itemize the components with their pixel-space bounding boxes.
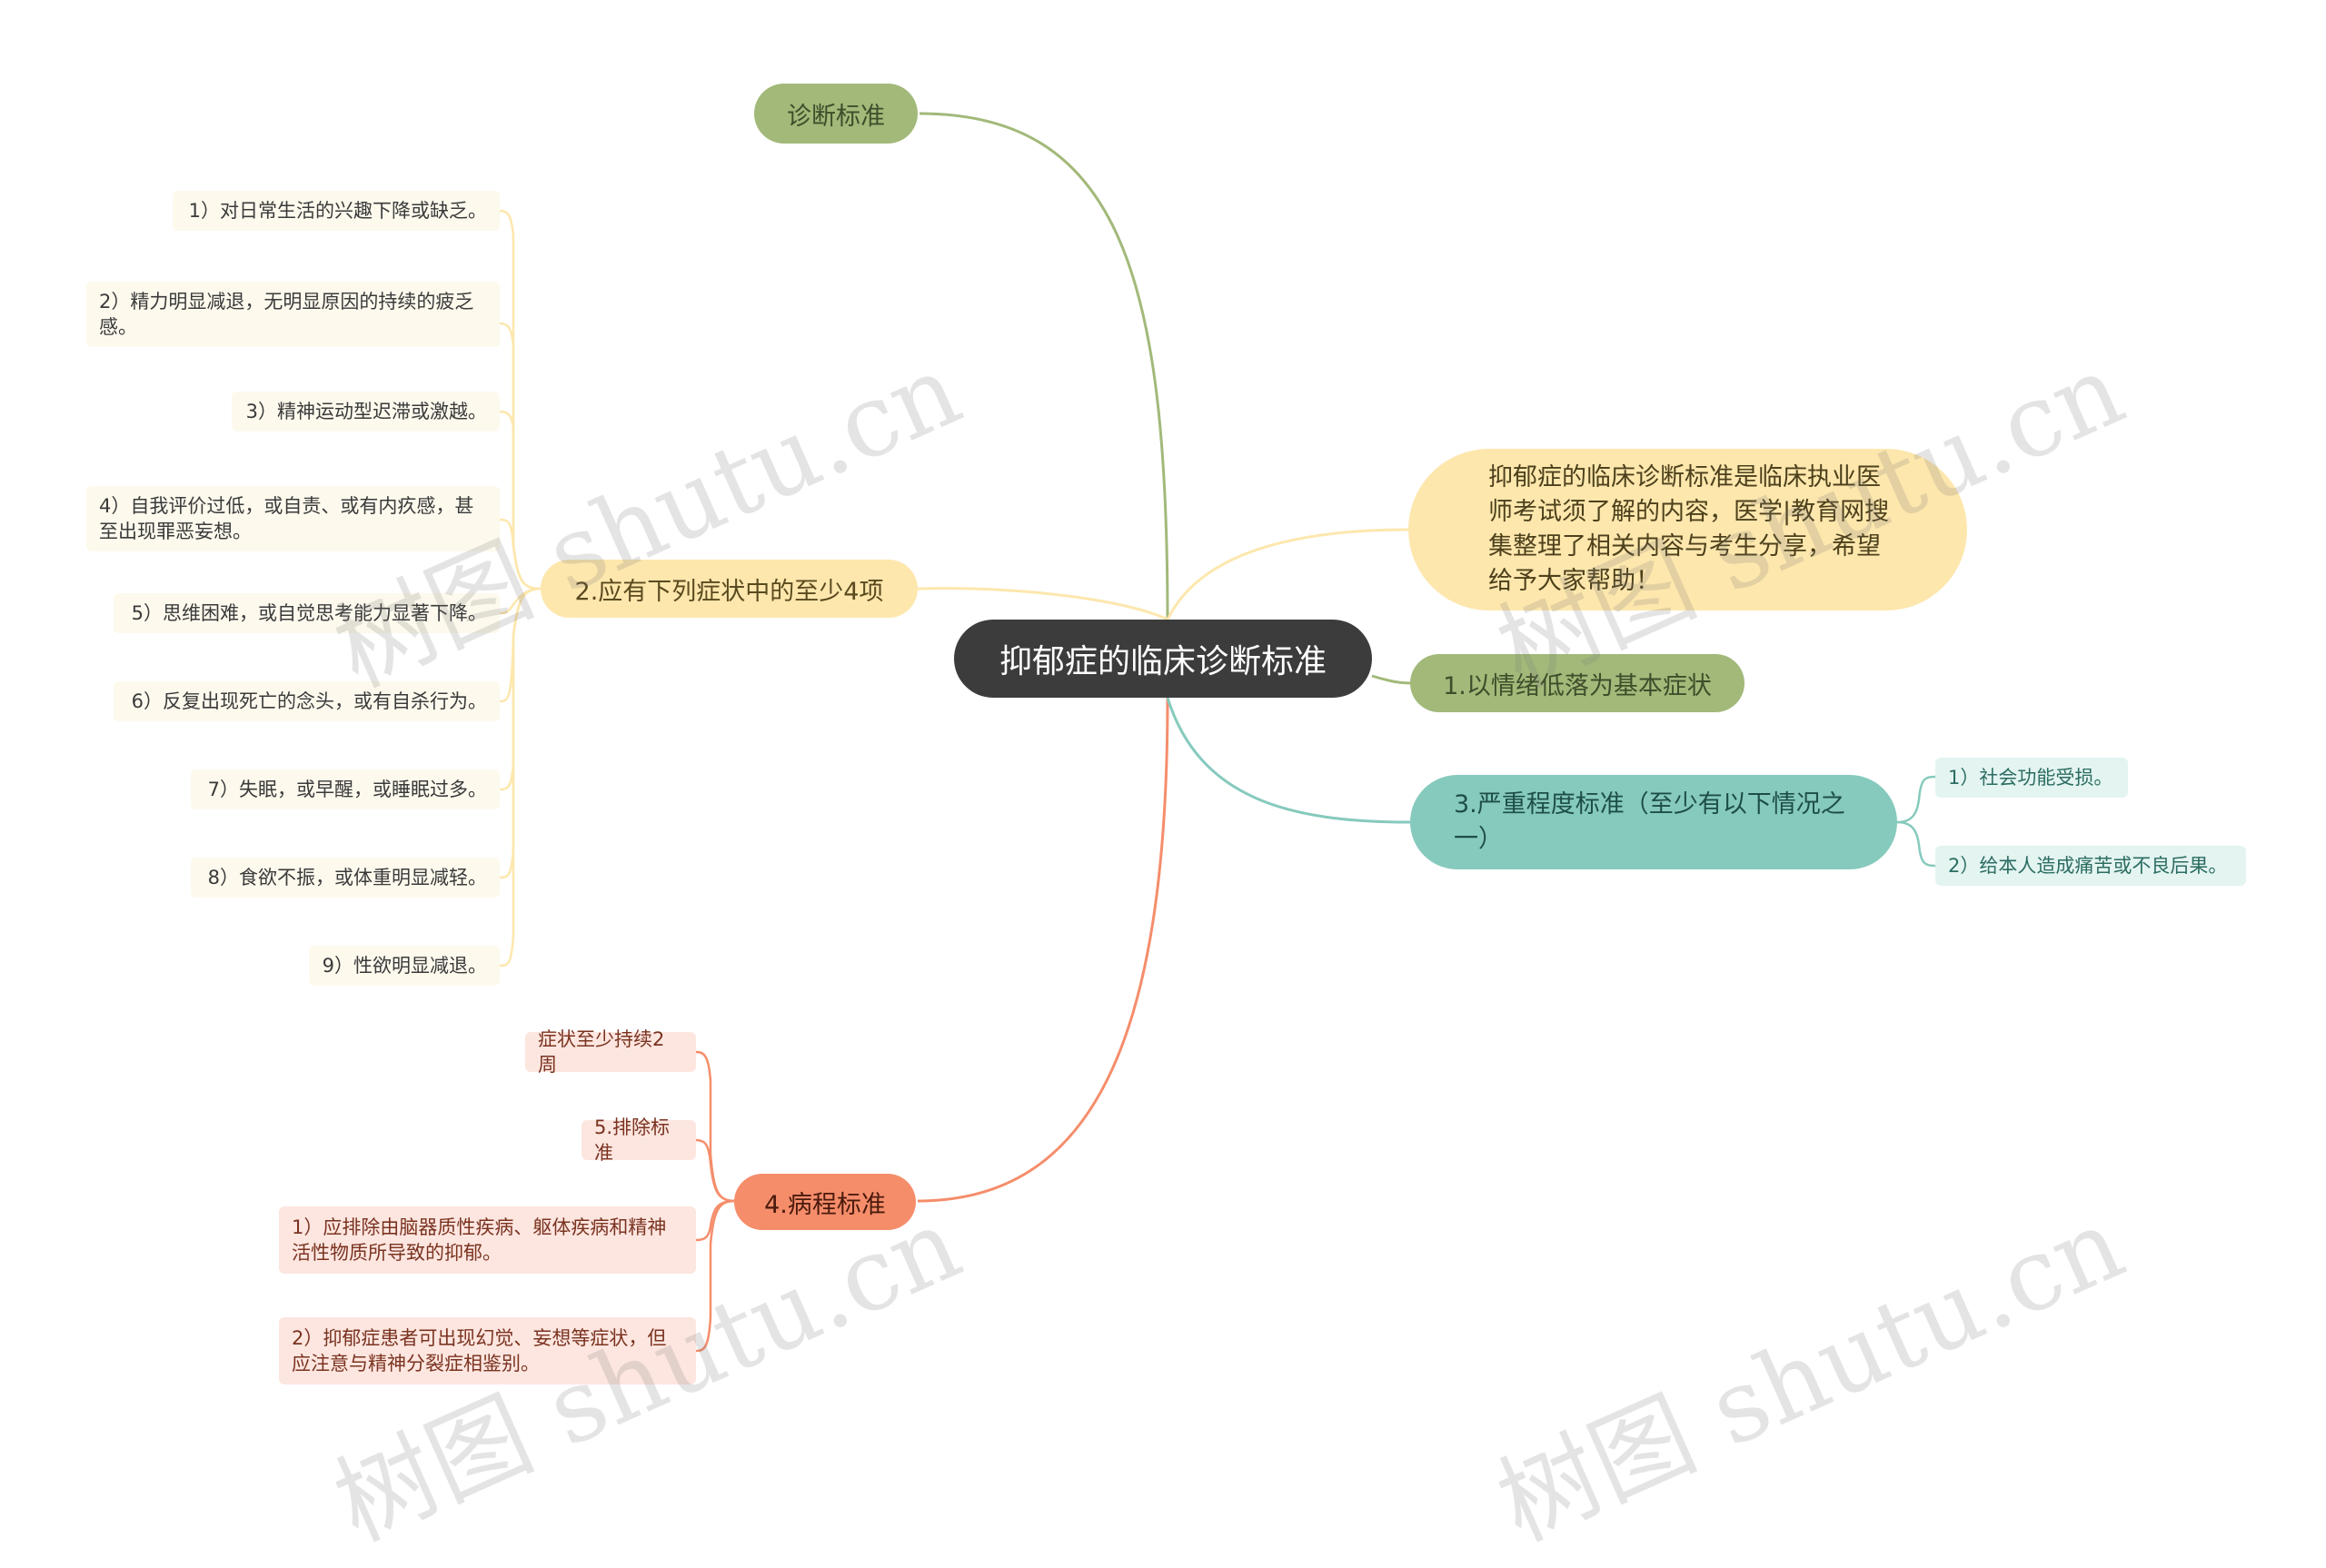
course-item-text: 2）抑郁症患者可出现幻觉、妄想等症状，但应注意与精神分裂症相鉴别。	[292, 1327, 667, 1374]
symptom-item-4[interactable]: 4）自我评价过低，或自责、或有内疚感，甚至出现罪恶妄想。	[86, 486, 500, 551]
link-course	[917, 697, 1169, 1203]
central-topic[interactable]: 抑郁症的临床诊断标准	[954, 620, 1372, 698]
course-item-text: 1）应排除由脑器质性疾病、躯体疾病和精神活性物质所导致的抑郁。	[292, 1216, 667, 1264]
symptom-item-7[interactable]: 7）失眠，或早醒，或睡眠过多。	[191, 769, 500, 809]
symptom-item-text: 9）性欲明显减退。	[322, 955, 487, 977]
branch-symptoms[interactable]: 2.应有下列症状中的至少4项	[541, 560, 918, 618]
link-diagnosis	[919, 112, 1169, 620]
link-severity	[1166, 697, 1411, 824]
severity-item-2[interactable]: 2）给本人造成痛苦或不良后果。	[1935, 846, 2246, 886]
branch-diagnosis-label: 诊断标准	[787, 102, 885, 131]
symptom-item-text: 4）自我评价过低，或自责、或有内疚感，甚至出现罪恶妄想。	[99, 495, 474, 542]
link-symptoms	[917, 587, 1168, 621]
symptom-item-text: 8）食欲不振，或体重明显减轻。	[207, 867, 487, 888]
connector-lines	[499, 112, 1936, 1353]
symptom-item-2[interactable]: 2）精力明显减退，无明显原因的持续的疲乏感。	[86, 282, 500, 347]
symptom-item-5[interactable]: 5）思维困难，或自觉思考能力显著下降。	[114, 593, 500, 633]
central-topic-label: 抑郁症的临床诊断标准	[999, 643, 1327, 680]
course-item-3[interactable]: 1）应排除由脑器质性疾病、躯体疾病和精神活性物质所导致的抑郁。	[279, 1206, 696, 1274]
mind-map-canvas: 抑郁症的临床诊断标准 诊断标准 2.应有下列症状中的至少4项 1）对日常生活的兴…	[86, 84, 2246, 1563]
severity-item-1[interactable]: 1）社会功能受损。	[1935, 758, 2128, 798]
course-item-2[interactable]: 5.排除标准	[582, 1116, 696, 1164]
severity-fan	[1896, 775, 1936, 868]
symptom-item-text: 2）精力明显减退，无明显原因的持续的疲乏感。	[99, 291, 474, 338]
course-fan	[695, 1050, 735, 1353]
symptom-item-6[interactable]: 6）反复出现死亡的念头，或有自杀行为。	[114, 681, 500, 721]
symptom-item-text: 1）对日常生活的兴趣下降或缺乏。	[188, 200, 487, 222]
symptoms-fan	[499, 209, 542, 968]
branch-course[interactable]: 4.病程标准	[734, 1174, 916, 1230]
branch-mood-label: 1.以情绪低落为基本症状	[1443, 671, 1712, 700]
symptom-item-9[interactable]: 9）性欲明显减退。	[309, 946, 500, 986]
course-item-text: 症状至少持续2周	[538, 1028, 665, 1076]
symptom-item-text: 3）精神运动型迟滞或激越。	[245, 401, 487, 422]
link-intro	[1166, 528, 1411, 620]
branch-severity-label: 3.严重程度标准（至少有以下情况之一）	[1454, 790, 1845, 853]
symptom-item-text: 7）失眠，或早醒，或睡眠过多。	[207, 779, 487, 800]
branch-mood[interactable]: 1.以情绪低落为基本症状	[1410, 654, 1744, 712]
branch-symptoms-label: 2.应有下列症状中的至少4项	[574, 577, 884, 606]
branch-diagnosis[interactable]: 诊断标准	[754, 84, 918, 144]
severity-item-text: 2）给本人造成痛苦或不良后果。	[1948, 855, 2228, 877]
severity-item-text: 1）社会功能受损。	[1948, 767, 2113, 789]
intro-note-text: 抑郁症的临床诊断标准是临床执业医师考试须了解的内容，医学|教育网搜集整理了相关内…	[1488, 463, 1890, 595]
course-item-1[interactable]: 症状至少持续2周	[525, 1028, 696, 1076]
symptom-item-text: 6）反复出现死亡的念头，或有自杀行为。	[131, 690, 487, 712]
link-mood	[1371, 674, 1411, 685]
intro-note[interactable]: 抑郁症的临床诊断标准是临床执业医师考试须了解的内容，医学|教育网搜集整理了相关内…	[1408, 449, 1967, 610]
symptom-item-text: 5）思维困难，或自觉思考能力显著下降。	[131, 602, 487, 624]
branch-course-label: 4.病程标准	[764, 1190, 886, 1219]
course-item-4[interactable]: 2）抑郁症患者可出现幻觉、妄想等症状，但应注意与精神分裂症相鉴别。	[279, 1317, 696, 1384]
symptom-item-3[interactable]: 3）精神运动型迟滞或激越。	[232, 392, 500, 432]
symptom-item-8[interactable]: 8）食欲不振，或体重明显减轻。	[191, 858, 500, 898]
course-item-text: 5.排除标准	[594, 1116, 671, 1164]
symptom-item-1[interactable]: 1）对日常生活的兴趣下降或缺乏。	[173, 191, 500, 231]
branch-severity[interactable]: 3.严重程度标准（至少有以下情况之一）	[1410, 775, 1897, 869]
